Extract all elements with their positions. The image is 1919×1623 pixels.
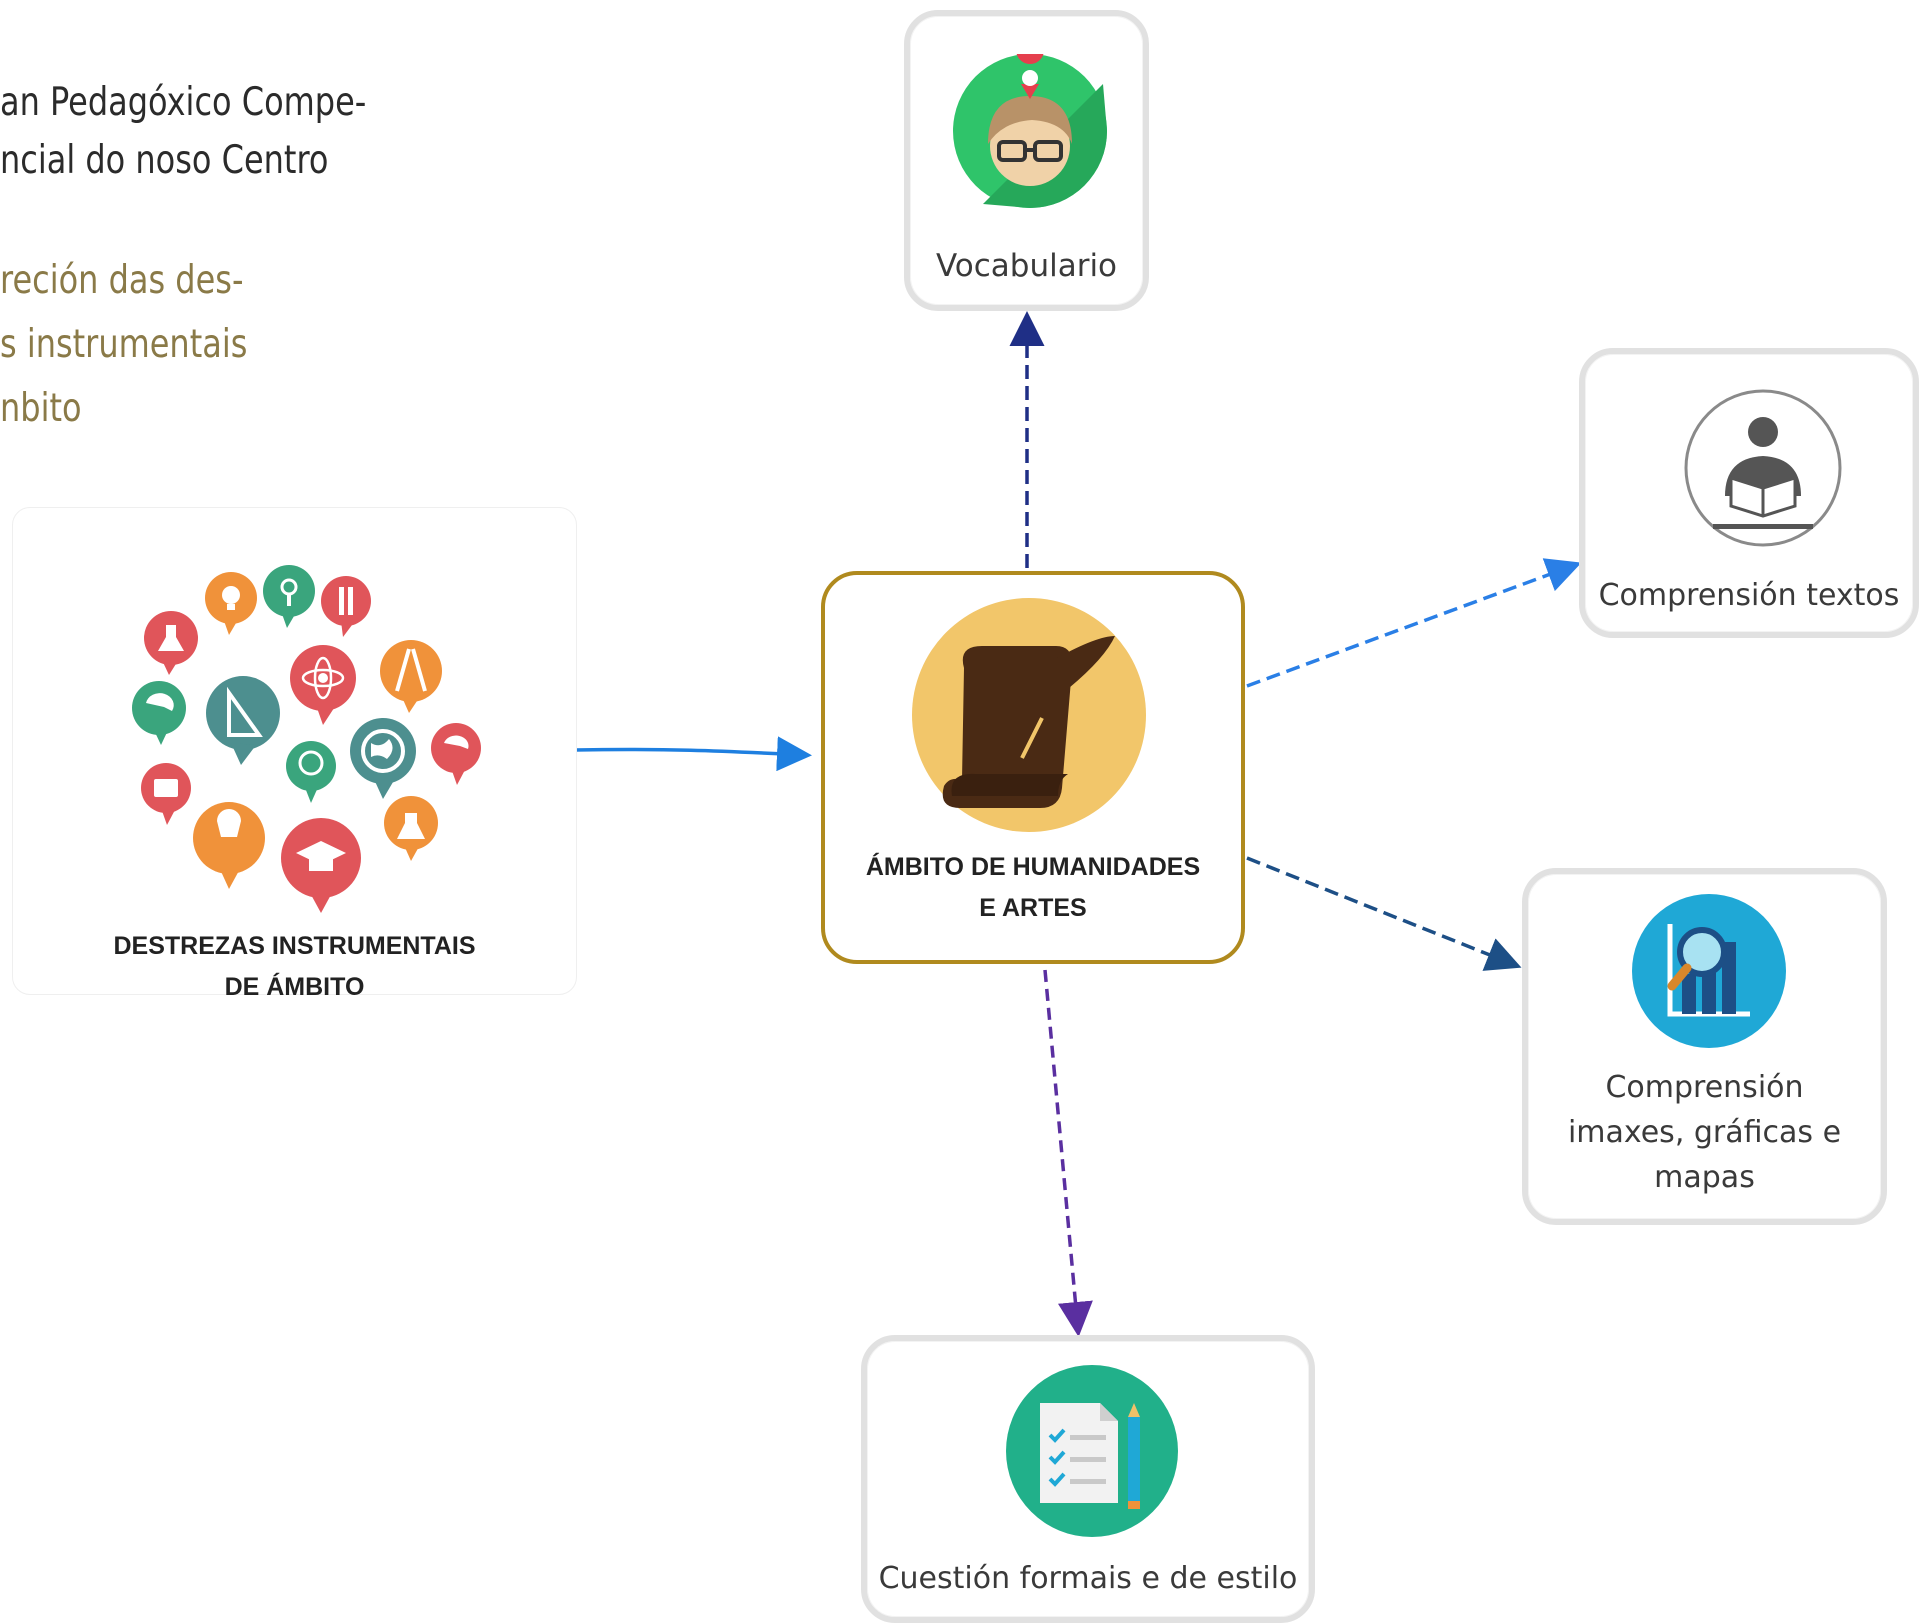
node-comprension-imaxes-label-2: imaxes, gráficas e bbox=[1567, 1115, 1842, 1150]
node-destrezas-label-1: DESTREZAS INSTRUMENTAIS bbox=[113, 932, 476, 960]
node-destrezas[interactable]: DESTREZAS INSTRUMENTAIS DE ÁMBITO bbox=[12, 507, 577, 1001]
intro-line: ncial do noso Centro bbox=[0, 138, 329, 183]
intro-line-highlight: reción das des- bbox=[0, 258, 244, 303]
node-cuestion-formais[interactable]: Cuestión formais e de estilo bbox=[861, 1335, 1315, 1623]
intro-line-highlight: s instrumentais bbox=[0, 322, 248, 367]
arrow-center-to-imaxes bbox=[1246, 856, 1522, 971]
arrow-source-to-center bbox=[574, 736, 812, 772]
checklist-pencil-icon bbox=[1006, 1365, 1178, 1537]
node-destrezas-label-2: DE ÁMBITO bbox=[224, 973, 365, 1001]
node-cuestion-label: Cuestión formais e de estilo bbox=[878, 1561, 1298, 1596]
node-center-label-2: E ARTES bbox=[979, 894, 1087, 922]
node-ambito-humanidades[interactable]: ÁMBITO DE HUMANIDADES E ARTES bbox=[821, 571, 1245, 964]
education-bubbles-icon bbox=[132, 565, 481, 913]
node-comprension-imaxes-label-1: Comprensión bbox=[1605, 1070, 1804, 1105]
arrow-center-to-cuestion bbox=[1043, 969, 1093, 1337]
scroll-quill-icon bbox=[912, 598, 1146, 832]
chart-magnifier-icon bbox=[1632, 894, 1786, 1048]
node-vocabulario-label: Vocabulario bbox=[935, 248, 1118, 284]
intro-line: an Pedagóxico Compe- bbox=[0, 80, 367, 125]
node-comprension-textos[interactable]: Comprensión textos bbox=[1579, 348, 1919, 638]
arrow-center-to-textos bbox=[1246, 558, 1582, 688]
student-question-icon bbox=[953, 54, 1107, 208]
node-center-label-1: ÁMBITO DE HUMANIDADES bbox=[865, 853, 1201, 881]
reader-icon bbox=[1684, 389, 1842, 547]
node-vocabulario[interactable]: Vocabulario bbox=[904, 10, 1149, 311]
node-comprension-imaxes[interactable]: Comprensión imaxes, gráficas e mapas bbox=[1522, 868, 1887, 1225]
node-comprension-imaxes-label-3: mapas bbox=[1654, 1160, 1755, 1195]
node-comprension-textos-label: Comprensión textos bbox=[1598, 578, 1900, 613]
intro-line-highlight: nbito bbox=[0, 386, 82, 431]
